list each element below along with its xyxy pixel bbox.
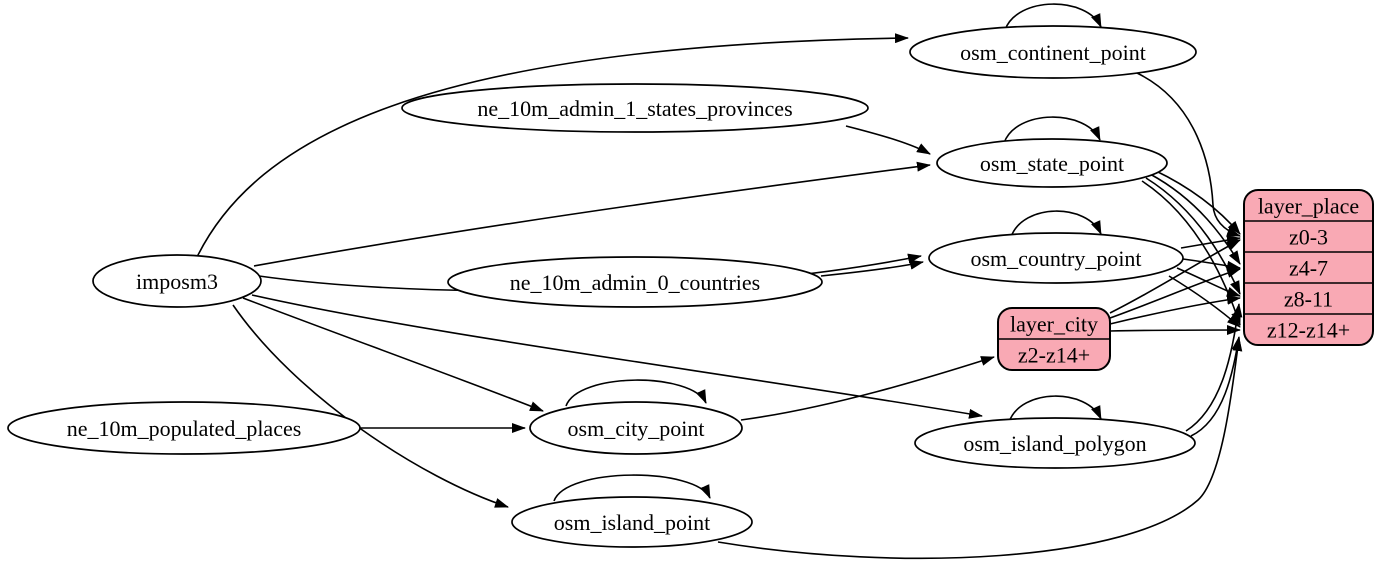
node-ne_10m_admin_1_states_provinces: ne_10m_admin_1_states_provinces xyxy=(401,83,869,133)
node-layer_place: layer_place z0-3 z4-7 z8-11 z12-z14+ xyxy=(1243,189,1374,346)
osm_island_point-shape xyxy=(511,496,753,548)
osm_city_point-label: osm_city_point xyxy=(568,416,705,441)
layer_place-row-z4-7: z4-7 xyxy=(1289,256,1328,281)
node-ne_10m_admin_0_countries: ne_10m_admin_0_countries xyxy=(447,256,823,308)
edge-osm_island_polygon-to-layer_place-z8-11 xyxy=(1185,303,1243,432)
edge-osm_city_point-to-osm_city_point-self-loop xyxy=(565,379,707,407)
edge-osm_country_point-to-layer_place-z12-z14+ xyxy=(1168,275,1241,328)
ne_10m_populated_places-shape xyxy=(7,401,361,455)
ne_10m_populated_places-label: ne_10m_populated_places xyxy=(67,416,302,441)
edge-osm_state_point-to-layer_place-z4-7 xyxy=(1149,173,1241,265)
osm_island_polygon-label: osm_island_polygon xyxy=(963,431,1146,456)
osm_continent_point-shape xyxy=(909,25,1197,79)
edge-imposm3-to-osm_continent_point xyxy=(196,33,909,258)
ne_10m_admin_1_states_provinces-shape xyxy=(401,83,869,133)
edge-osm_country_point-to-layer_place-z0-3 xyxy=(1180,235,1241,249)
osm_state_point-label: osm_state_point xyxy=(980,151,1124,176)
osm_country_point-label: osm_country_point xyxy=(970,246,1141,271)
edge-imposm3-to-osm_city_point xyxy=(242,297,544,412)
edge-layer_city-to-layer_place-z0-3 xyxy=(1109,239,1241,314)
node-osm_state_point: osm_state_point xyxy=(936,138,1168,188)
edge-layer_city-to-layer_place-z4-7 xyxy=(1109,268,1241,319)
edge-ne_10m_admin_0_countries-to-osm_country_point xyxy=(820,259,924,277)
edge-osm_state_point-to-layer_place-z0-3 xyxy=(1153,169,1241,235)
node-layer_city: layer_city z2-z14+ xyxy=(997,307,1111,371)
edge-osm_island_point-to-layer_place-z12-z14+ xyxy=(717,337,1243,560)
nodes-group: imposm3 ne_10m_admin_1_states_provincesne… xyxy=(7,25,1374,548)
edge-imposm3-to-osm_state_point xyxy=(253,161,931,267)
edge-imposm3-to-osm_island_polygon xyxy=(251,294,983,419)
node-osm_country_point: osm_country_point xyxy=(928,232,1184,284)
edge-osm_state_point-to-layer_place-z8-11 xyxy=(1145,177,1241,295)
node-osm_island_point: osm_island_point xyxy=(511,496,753,548)
layer_place-row-z8-11: z8-11 xyxy=(1284,287,1333,312)
edge-layer_city-to-layer_place-z8-11 xyxy=(1109,294,1241,325)
imposm3-shape xyxy=(92,254,262,308)
layer_place-row-z0-3: z0-3 xyxy=(1289,225,1328,250)
edge-osm_island_point-to-osm_island_point-self-loop xyxy=(553,474,711,502)
edge-ne_10m_admin_1_states_provinces-to-osm_state_point xyxy=(845,125,931,155)
node-osm_island_polygon: osm_island_polygon xyxy=(914,417,1196,469)
layer_place-box xyxy=(1243,189,1374,346)
ne_10m_admin_0_countries-shape xyxy=(447,256,823,308)
node-imposm3: imposm3 xyxy=(92,254,262,308)
osm_country_point-shape xyxy=(928,232,1184,284)
osm_island_polygon-shape xyxy=(914,417,1196,469)
ne_10m_admin_1_states_provinces-label: ne_10m_admin_1_states_provinces xyxy=(477,96,792,121)
layer_place-title: layer_place xyxy=(1258,194,1359,219)
layer_place-row-z12-z14+: z12-z14+ xyxy=(1267,318,1350,343)
edge-osm_continent_point-to-layer_place-z0-3 xyxy=(1136,72,1241,237)
node-osm_city_point: osm_city_point xyxy=(529,401,743,455)
imposm3-label: imposm3 xyxy=(136,269,218,294)
osm_continent_point-label: osm_continent_point xyxy=(960,40,1146,65)
node-osm_continent_point: osm_continent_point xyxy=(909,25,1197,79)
edge-osm_island_polygon-to-osm_island_polygon-self-loop xyxy=(1008,395,1102,423)
ne_10m_admin_0_countries-label: ne_10m_admin_0_countries xyxy=(510,270,761,295)
layer_city-title: layer_city xyxy=(1010,312,1098,337)
edge-osm_city_point-to-layer_city-z2-z14+ xyxy=(740,356,995,421)
edge-layer_city-to-layer_place-z12-z14+ xyxy=(1109,325,1241,336)
edge-osm_continent_point-to-osm_continent_point-self-loop xyxy=(1004,3,1102,31)
layer_city-row-z2-z14+: z2-z14+ xyxy=(1018,343,1090,368)
edge-osm_country_point-to-layer_place-z4-7 xyxy=(1182,258,1241,271)
edge-osm_country_point-to-osm_country_point-self-loop xyxy=(1010,210,1102,238)
osm_island_point-label: osm_island_point xyxy=(554,510,710,535)
edge-osm_state_point-to-osm_state_point-self-loop xyxy=(1003,116,1101,144)
node-ne_10m_populated_places: ne_10m_populated_places xyxy=(7,401,361,455)
osm_city_point-shape xyxy=(529,401,743,455)
osm_state_point-shape xyxy=(936,138,1168,188)
